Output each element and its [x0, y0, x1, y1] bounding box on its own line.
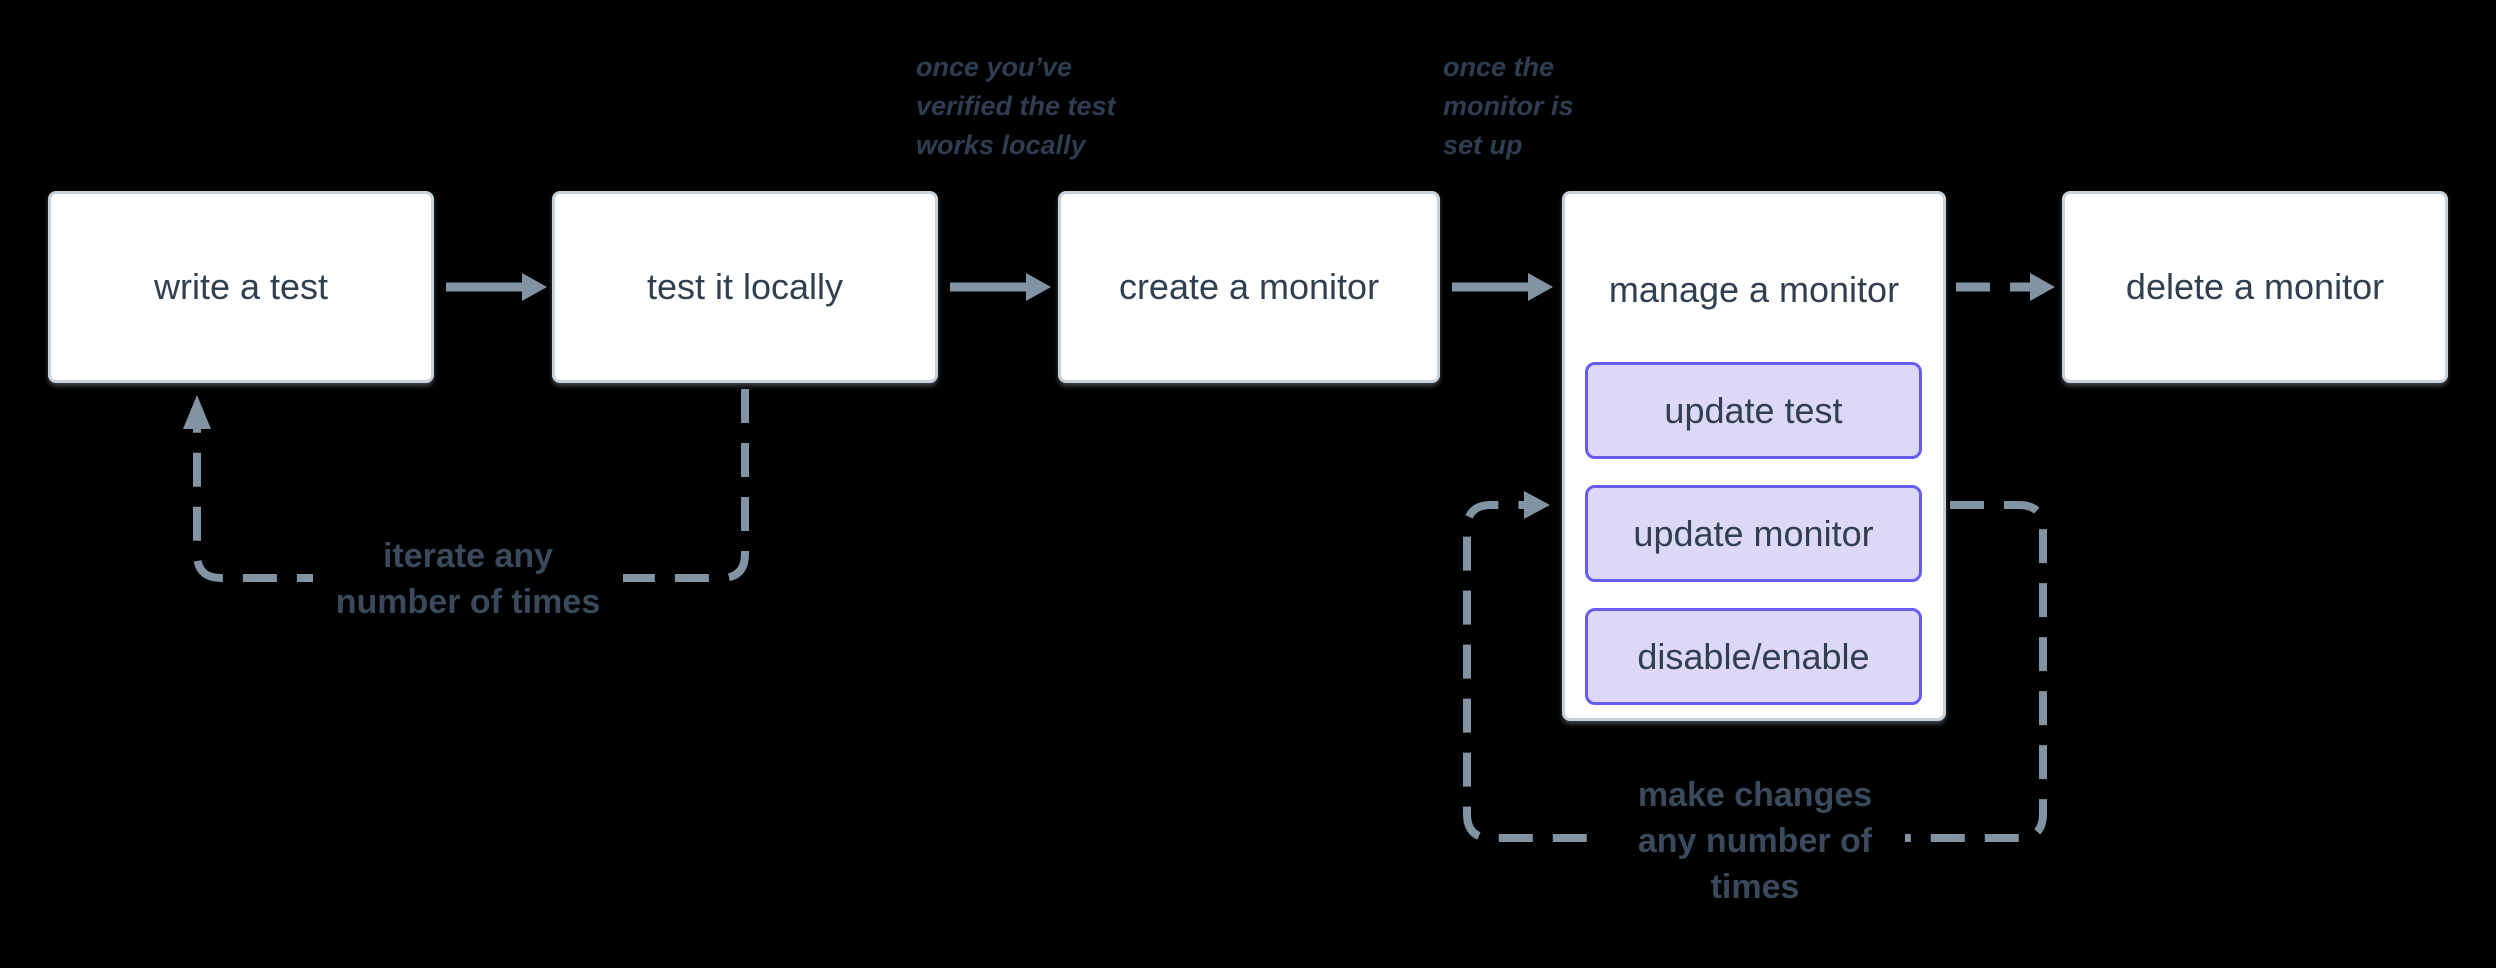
node-label: test it locally — [646, 266, 844, 307]
manage-item-label: disable/enable — [1637, 635, 1870, 677]
manage-item-update-test: update test — [1585, 362, 1922, 459]
loop-label-line: make changes — [1637, 776, 1873, 814]
loop-label-line: times — [1710, 868, 1800, 906]
annotation-verified-locally: once you’ve verified the test works loca… — [916, 48, 1116, 165]
arrow-head-icon — [183, 395, 211, 429]
dashed-arrow-manage-to-delete — [1956, 273, 2055, 301]
loop-label-line: any number of — [1637, 822, 1873, 860]
node-label: delete a monitor — [2125, 266, 2385, 307]
arrow-head-icon — [1524, 491, 1550, 519]
arrow-head-icon — [1528, 273, 1553, 301]
manage-item-label: update monitor — [1633, 512, 1874, 554]
annotation-line: verified the test — [916, 91, 1116, 121]
node-manage-a-monitor: manage a monitor update test update moni… — [1562, 191, 1946, 721]
node-label: manage a monitor — [1565, 230, 1943, 350]
manage-monitor-title: manage a monitor — [1608, 269, 1900, 310]
node-delete-a-monitor: delete a monitor — [2062, 191, 2448, 383]
node-label: write a test — [153, 266, 329, 307]
arrow-head-icon — [522, 273, 547, 301]
loop-manage-self — [1463, 491, 2047, 842]
manage-item-disable-enable: disable/enable — [1585, 608, 1922, 705]
annotation-line: once you’ve — [916, 52, 1073, 82]
annotation-line: works locally — [916, 130, 1086, 160]
node-write-a-test: write a test — [48, 191, 434, 383]
manage-item-label: update test — [1664, 389, 1843, 431]
manage-item-update-monitor: update monitor — [1585, 485, 1922, 582]
node-create-a-monitor: create a monitor — [1058, 191, 1440, 383]
loop-label-line: number of times — [335, 583, 601, 621]
arrow-test-to-create — [950, 273, 1051, 301]
node-test-it-locally: test it locally — [552, 191, 938, 383]
arrow-write-to-test — [446, 273, 547, 301]
loop-label-iterate: iterate any number of times — [313, 531, 623, 627]
loop-label-line: iterate any — [382, 537, 554, 575]
node-label: create a monitor — [1118, 266, 1380, 307]
annotation-line: once the — [1443, 52, 1555, 82]
arrow-create-to-manage — [1452, 273, 1553, 301]
loop-label-make-changes: make changes any number of times — [1605, 772, 1905, 910]
annotation-monitor-set-up: once the monitor is set up — [1443, 48, 1574, 165]
annotation-line: set up — [1443, 130, 1523, 160]
annotation-line: monitor is — [1443, 91, 1574, 121]
arrow-head-icon — [1026, 273, 1051, 301]
arrow-head-icon — [2030, 273, 2055, 301]
